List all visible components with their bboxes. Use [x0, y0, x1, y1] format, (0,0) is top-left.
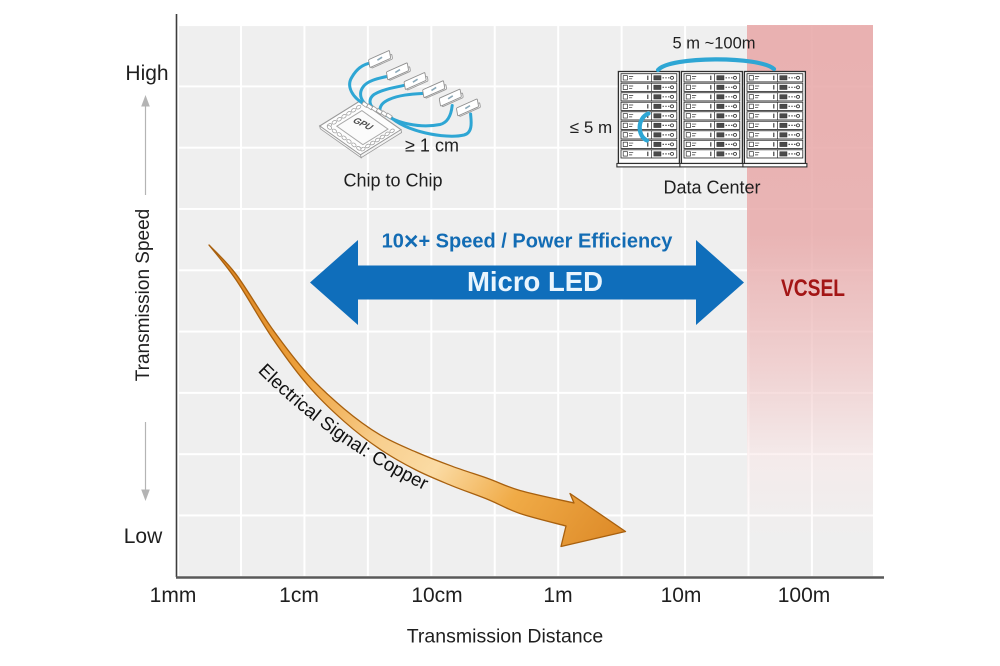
svg-text:Electrical Signal: Copper: Electrical Signal: Copper	[255, 359, 432, 494]
